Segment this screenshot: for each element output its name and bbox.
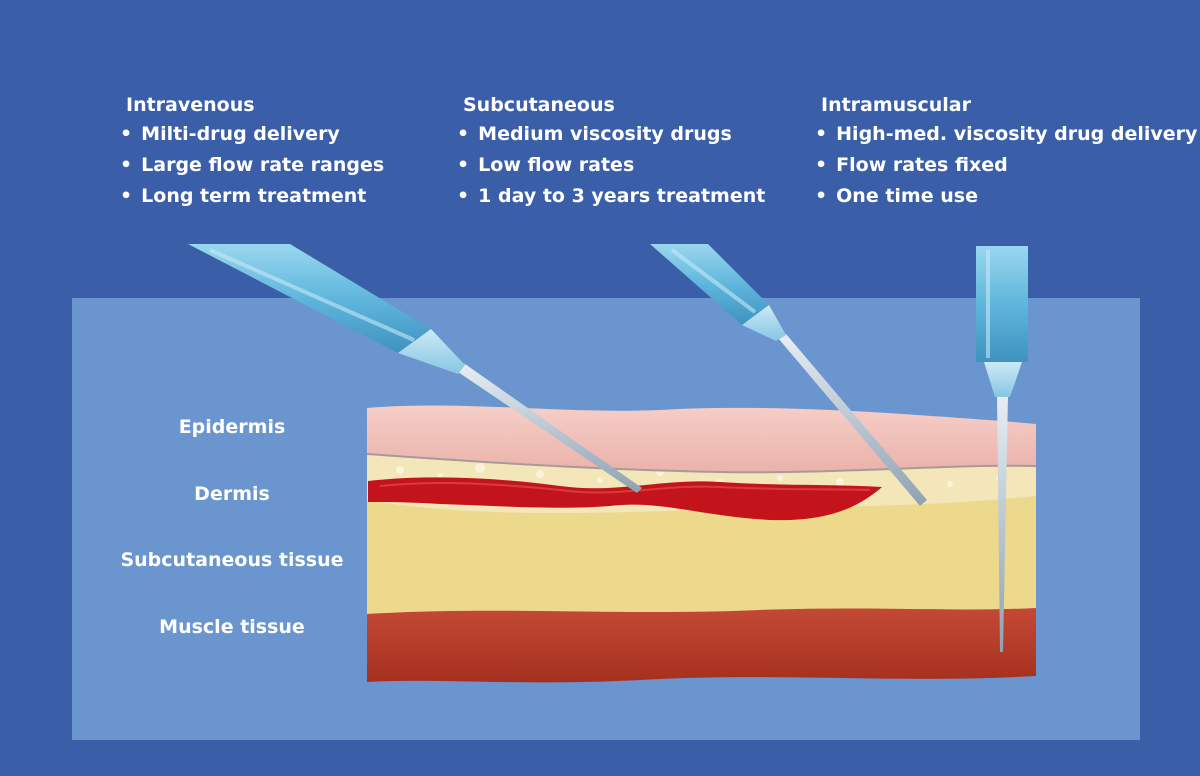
feature-item: Large flow rate ranges bbox=[120, 150, 384, 181]
route-features: Medium viscosity drugs Low flow rates 1 … bbox=[457, 119, 765, 212]
feature-item: Milti-drug delivery bbox=[120, 119, 384, 150]
route-title: Intravenous bbox=[126, 94, 255, 116]
feature-item: High-med. viscosity drug delivery bbox=[815, 119, 1197, 150]
feature-item: One time use bbox=[815, 181, 1197, 212]
route-title: Subcutaneous bbox=[463, 94, 615, 116]
route-features: High-med. viscosity drug delivery Flow r… bbox=[815, 119, 1197, 212]
route-subcutaneous: Subcutaneous Medium viscosity drugs Low … bbox=[457, 92, 765, 212]
layer-label-epidermis: Epidermis bbox=[178, 416, 286, 438]
route-features: Milti-drug delivery Large flow rate rang… bbox=[120, 119, 384, 212]
feature-item: Flow rates fixed bbox=[815, 150, 1197, 181]
route-intramuscular: Intramuscular High-med. viscosity drug d… bbox=[815, 92, 1197, 212]
route-title: Intramuscular bbox=[821, 94, 971, 116]
subcutaneous-syringe bbox=[650, 244, 927, 506]
feature-item: Long term treatment bbox=[120, 181, 384, 212]
subcutaneous-tissue-layer bbox=[367, 492, 1036, 614]
route-intravenous: Intravenous Milti-drug delivery Large fl… bbox=[120, 92, 384, 212]
layer-label-subcutaneous: Subcutaneous tissue bbox=[120, 549, 344, 571]
muscle-tissue-layer bbox=[367, 606, 1036, 683]
intramuscular-syringe bbox=[976, 246, 1028, 652]
feature-item: Low flow rates bbox=[457, 150, 765, 181]
feature-item: 1 day to 3 years treatment bbox=[457, 181, 765, 212]
epidermis-boundary bbox=[366, 453, 1037, 474]
layer-label-dermis: Dermis bbox=[194, 483, 270, 505]
intravenous-syringe bbox=[188, 244, 642, 493]
layer-label-muscle: Muscle tissue bbox=[159, 616, 305, 638]
feature-item: Medium viscosity drugs bbox=[457, 119, 765, 150]
